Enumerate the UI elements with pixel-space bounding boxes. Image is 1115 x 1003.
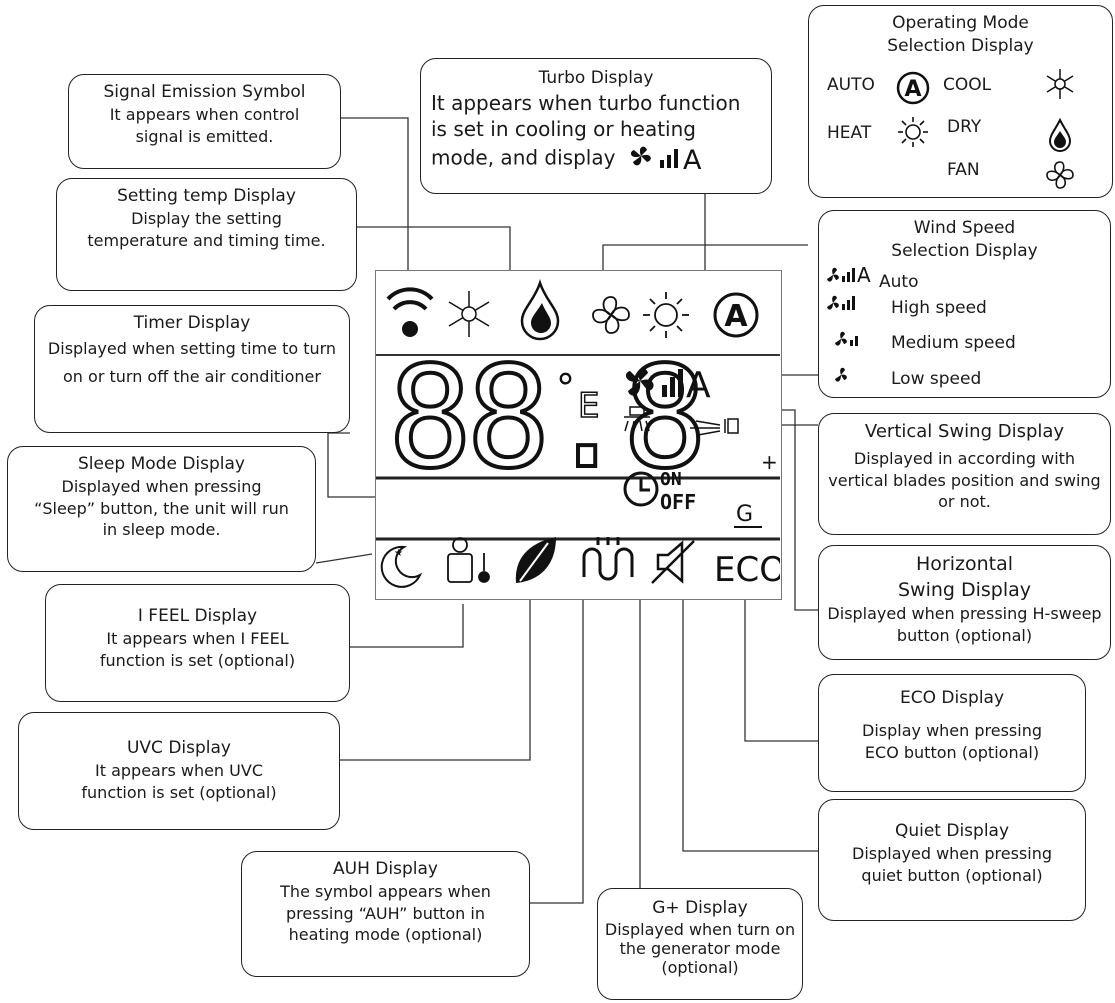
turbo-inline-icon: A xyxy=(627,142,719,178)
mode-fan-label: FAN xyxy=(947,160,980,180)
callout-title: Vertical Swing Display xyxy=(864,421,1065,442)
mute-icon xyxy=(651,540,695,584)
mode-snowflake-icon xyxy=(1046,69,1074,99)
vertical-swing-icon xyxy=(624,406,650,432)
callout-title: Operating Mode Selection Display xyxy=(887,13,1034,56)
mode-sun-icon xyxy=(898,117,928,147)
mode-cool-label: COOL xyxy=(943,75,992,95)
lcd-panel: A 88.8 ° E A + ON OFF G xyxy=(375,270,782,600)
callout-desc: It appears when turbo function is set in… xyxy=(431,90,741,170)
callout-eco: ECO Display Display when pressing ECO bu… xyxy=(818,674,1086,792)
lcd-graphics: A 88.8 ° E A + ON OFF G xyxy=(376,279,780,590)
callout-signal: Signal Emission Symbol It appears when c… xyxy=(68,74,341,169)
callout-turbo: Turbo Display It appears when turbo func… xyxy=(420,58,772,194)
sun-icon xyxy=(643,292,689,338)
temperature-digits: 88.8 xyxy=(388,337,701,500)
callout-desc: Display the setting temperature and timi… xyxy=(87,208,326,250)
g-plus-glyph: G xyxy=(736,502,753,527)
leaf-icon xyxy=(515,537,556,583)
callout-desc: It appears when I FEEL function is set (… xyxy=(99,628,296,670)
speed-medium-label: Medium speed xyxy=(891,333,1016,353)
callout-quiet: Quiet Display Displayed when pressing qu… xyxy=(818,799,1086,921)
mode-heat-label: HEAT xyxy=(827,123,872,143)
eco-label: ECO xyxy=(714,550,780,590)
moon-icon: ★ xyxy=(380,545,423,588)
callout-timer: Timer Display Displayed when setting tim… xyxy=(34,305,350,433)
callout-desc: Displayed when turn on the generator mod… xyxy=(604,919,796,978)
callout-desc: Displayed when pressing “Sleep” button, … xyxy=(34,476,289,540)
horizontal-swing-icon xyxy=(690,418,739,436)
callout-desc: Display when pressing ECO button (option… xyxy=(862,720,1042,762)
callout-title: Turbo Display xyxy=(538,68,654,88)
callout-ifeel: I FEEL Display It appears when I FEEL fu… xyxy=(45,584,350,702)
callout-desc: Displayed when pressing H-sweep button (… xyxy=(827,604,1102,645)
on-label: ON xyxy=(660,469,682,490)
callout-gplus: G+ Display Displayed when turn on the ge… xyxy=(597,888,803,1000)
svg-text:A: A xyxy=(724,299,748,334)
callout-mode: Operating Mode Selection Display AUTO CO… xyxy=(808,5,1113,198)
mode-drop-icon xyxy=(1048,118,1072,152)
callout-title: I FEEL Display xyxy=(137,606,258,626)
callout-desc: The symbol appears when pressing “AUH” b… xyxy=(280,881,491,945)
callout-title: Horizontal Swing Display xyxy=(897,553,1032,601)
callout-vswing: Vertical Swing Display Displayed in acco… xyxy=(818,413,1111,535)
heater-icon xyxy=(582,537,634,581)
turbo-fan-icon: A xyxy=(625,365,711,406)
callout-wind: Wind Speed Selection Display A Auto High… xyxy=(818,210,1111,398)
callout-title: ECO Display xyxy=(899,688,1005,708)
callout-sleep: Sleep Mode Display Displayed when pressi… xyxy=(7,446,316,572)
speed-medium-icon xyxy=(835,331,858,346)
unit-glyph: E xyxy=(578,386,599,426)
fan-icon xyxy=(592,296,630,334)
off-label: OFF xyxy=(660,490,696,514)
speed-high-icon xyxy=(827,295,855,310)
callout-hswing: Horizontal Swing Display Displayed when … xyxy=(818,545,1111,660)
drop-icon xyxy=(520,279,560,341)
mode-dry-label: DRY xyxy=(947,117,982,137)
mode-auto-label: AUTO xyxy=(827,75,875,95)
speed-low-label: Low speed xyxy=(891,369,982,389)
callout-auh: AUH Display The symbol appears when pres… xyxy=(241,851,530,977)
speed-auto-icon: A xyxy=(827,263,871,287)
speed-low-icon xyxy=(835,367,847,382)
auto-icon: A xyxy=(713,292,759,338)
callout-title: Sleep Mode Display xyxy=(77,454,245,474)
callout-title: Timer Display xyxy=(133,313,251,333)
degree-symbol: ° xyxy=(556,366,575,410)
callout-setting-temp: Setting temp Display Display the setting… xyxy=(56,178,357,291)
callout-desc: Displayed when pressing quiet button (op… xyxy=(852,843,1052,885)
callout-title: AUH Display xyxy=(333,859,438,879)
callout-title: Quiet Display xyxy=(894,821,1010,841)
callout-desc: Displayed when setting time to turn on o… xyxy=(47,338,337,386)
speed-auto-label: Auto xyxy=(879,272,919,292)
signal-icon xyxy=(386,287,434,337)
svg-text:A: A xyxy=(904,77,921,102)
callout-title: G+ Display xyxy=(652,898,748,918)
callout-desc: It appears when control signal is emitte… xyxy=(109,104,300,146)
person-thermometer-icon xyxy=(447,537,490,583)
callout-title: Signal Emission Symbol xyxy=(103,82,306,102)
callout-desc: Displayed in according with vertical bla… xyxy=(828,449,1101,512)
callout-title: Wind Speed Selection Display xyxy=(891,218,1038,261)
svg-text:★: ★ xyxy=(394,548,403,559)
svg-text:A: A xyxy=(686,365,711,406)
turbo-a-glyph: A xyxy=(683,145,702,172)
speed-high-label: High speed xyxy=(891,298,987,318)
callout-uvc: UVC Display It appears when UVC function… xyxy=(18,712,340,830)
callout-desc: It appears when UVC function is set (opt… xyxy=(81,760,277,802)
clock-icon xyxy=(623,471,659,507)
snowflake-icon xyxy=(448,291,490,337)
svg-text:A: A xyxy=(857,263,871,287)
mode-auto-icon: A xyxy=(896,71,930,105)
plus-glyph: + xyxy=(761,450,778,474)
callout-title: UVC Display xyxy=(126,738,231,758)
mode-fan-icon xyxy=(1046,161,1074,189)
callout-title: Setting temp Display xyxy=(117,186,296,206)
